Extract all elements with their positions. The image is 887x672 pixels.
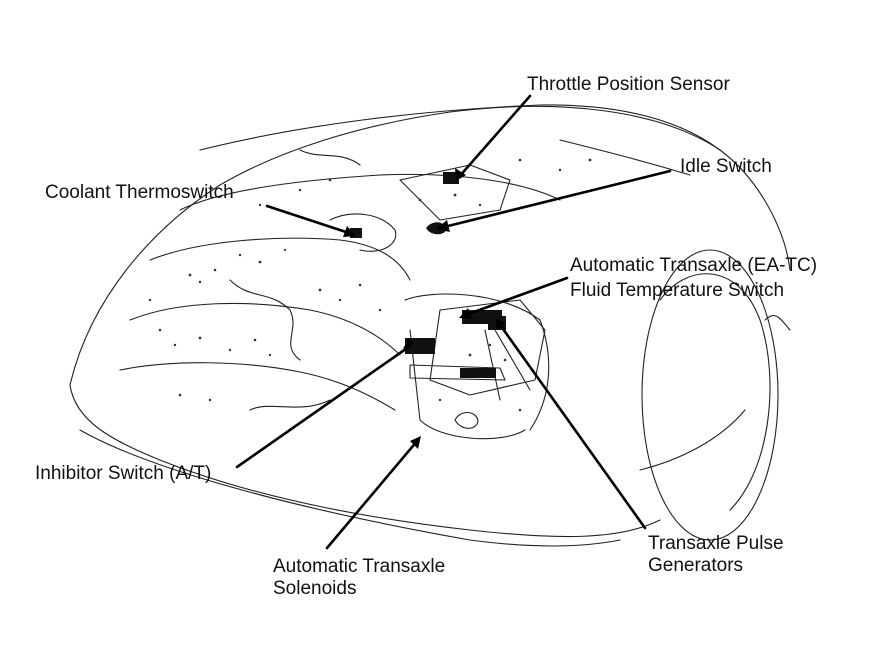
label-pulse-generators-line2: Generators [648, 555, 744, 576]
component-markers [350, 172, 506, 378]
vehicle-outline-sketch [69, 104, 791, 547]
leader-transaxle-pulse-generators [496, 320, 647, 530]
label-idle-switch: Idle Switch [680, 156, 772, 177]
coolant-thermoswitch-shape [350, 228, 362, 238]
label-pulse-generators-line1: Transaxle Pulse [648, 533, 784, 554]
arrow-throttle-position-sensor [455, 168, 466, 181]
arrowheads [343, 168, 505, 449]
leader-throttle-position-sensor [456, 94, 532, 180]
arrow-fluid-temperature-switch [459, 308, 472, 319]
label-inhibitor-switch: Inhibitor Switch (A/T) [35, 463, 212, 484]
label-solenoids-line2: Solenoids [273, 578, 357, 599]
leader-fluid-temperature-switch [461, 276, 569, 318]
leader-coolant-thermoswitch [265, 204, 354, 236]
solenoid-shape [460, 368, 496, 378]
label-solenoids-line1: Automatic Transaxle [273, 556, 446, 577]
leader-idle-switch [438, 169, 672, 230]
arrow-inhibitor-switch [403, 339, 414, 349]
arrow-idle-switch [436, 220, 450, 232]
leader-automatic-transaxle-solenoids [325, 438, 420, 550]
throttle-position-sensor-shape [443, 172, 459, 184]
label-fluid-temp-line1: Automatic Transaxle (EA-TC) [570, 255, 818, 276]
texture-stipple [148, 158, 592, 412]
label-coolant-thermoswitch: Coolant Thermoswitch [45, 182, 234, 203]
label-fluid-temp-line2: Fluid Temperature Switch [570, 280, 785, 301]
leader-inhibitor-switch [235, 344, 412, 469]
arrow-solenoids [410, 436, 421, 449]
arrow-pulse-generators [495, 318, 505, 330]
label-throttle-position-sensor: Throttle Position Sensor [527, 74, 730, 95]
arrow-coolant-thermoswitch [343, 226, 356, 237]
leader-lines [235, 94, 672, 550]
